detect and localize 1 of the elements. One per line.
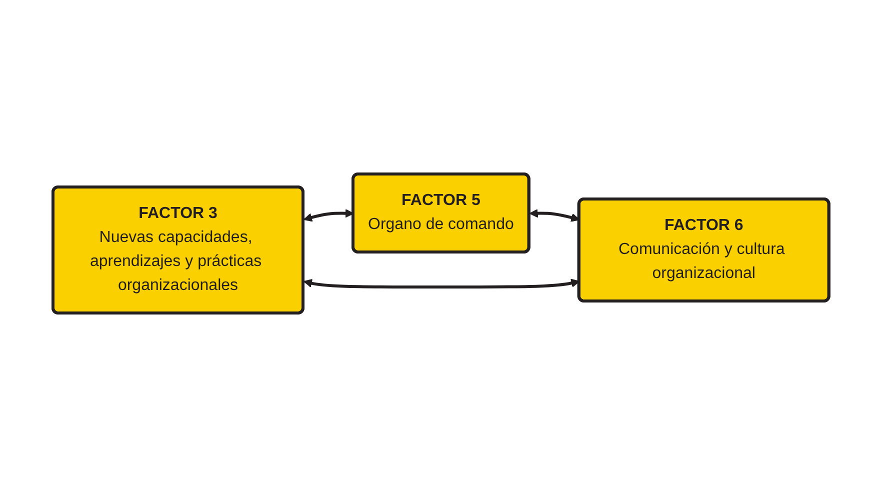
arrow — [304, 208, 354, 222]
